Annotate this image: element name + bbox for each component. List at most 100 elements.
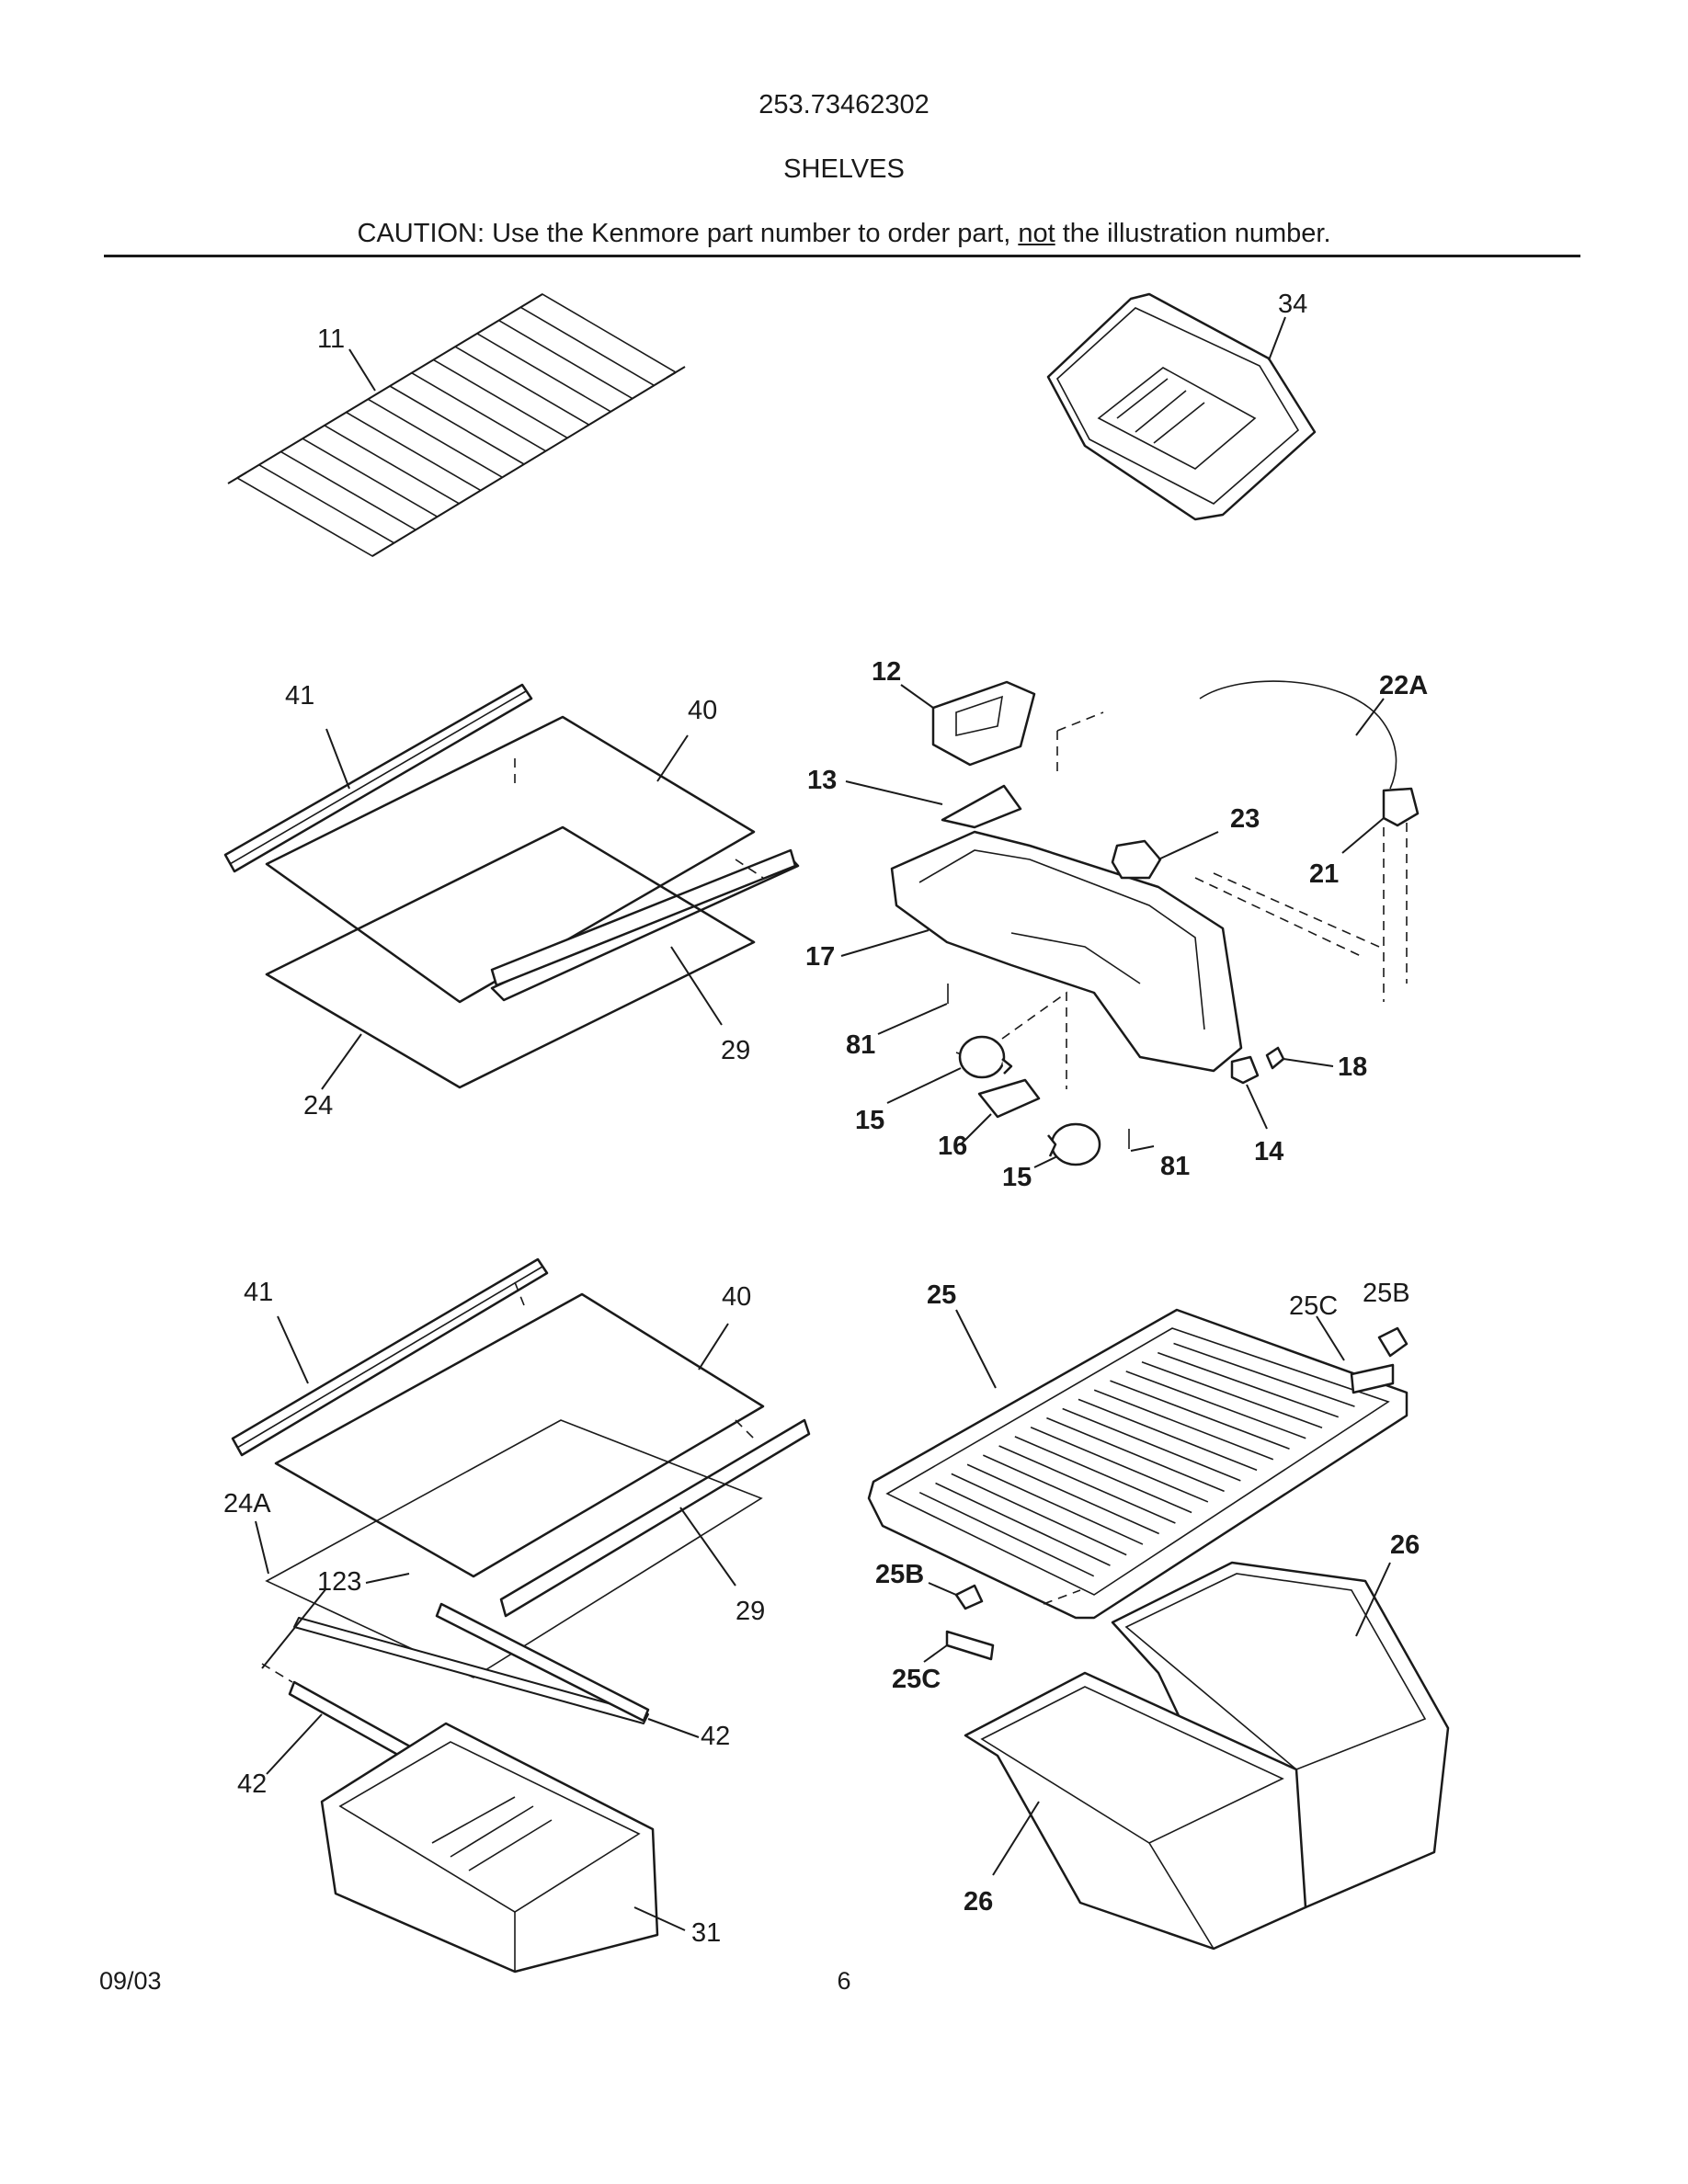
wire-bar bbox=[454, 346, 590, 426]
caution-note: CAUTION: Use the Kenmore part number to … bbox=[0, 219, 1688, 249]
leader-26-bottom bbox=[992, 1801, 1040, 1876]
callout-14: 14 bbox=[1254, 1137, 1283, 1166]
callout-41b: 41 bbox=[244, 1278, 273, 1307]
callout-25c-top: 25C bbox=[1289, 1291, 1338, 1321]
wire-bar bbox=[389, 385, 525, 465]
cover-rib bbox=[1157, 1351, 1340, 1418]
leader-29b bbox=[679, 1507, 736, 1587]
leader-18 bbox=[1283, 1058, 1334, 1067]
leader-11 bbox=[348, 348, 376, 392]
wire-bar bbox=[367, 398, 503, 478]
callout-42-left: 42 bbox=[237, 1769, 267, 1799]
callout-26-top: 26 bbox=[1390, 1530, 1420, 1560]
cover-rib bbox=[1141, 1361, 1323, 1428]
cover-rib bbox=[983, 1454, 1159, 1535]
callout-25: 25 bbox=[927, 1280, 956, 1310]
leader-81-left bbox=[877, 1003, 948, 1035]
leader-24a bbox=[255, 1520, 269, 1575]
revision-date: 09/03 bbox=[99, 1967, 162, 1995]
leader-22a bbox=[1355, 698, 1385, 736]
cover-rib bbox=[1093, 1389, 1274, 1461]
callout-22a: 22A bbox=[1379, 671, 1428, 700]
wire-bar bbox=[258, 464, 394, 544]
cover-rib bbox=[998, 1445, 1176, 1524]
callout-17: 17 bbox=[805, 942, 835, 972]
cover-rib bbox=[1078, 1398, 1258, 1472]
callout-24a: 24A bbox=[223, 1489, 271, 1519]
leader-16 bbox=[960, 1113, 992, 1145]
wire-bar bbox=[302, 438, 439, 518]
leader-25c bbox=[923, 1644, 948, 1663]
wire-bar bbox=[433, 358, 568, 439]
leader-34 bbox=[1268, 316, 1286, 361]
wire-bar bbox=[519, 306, 655, 386]
cover-rib bbox=[918, 1491, 1095, 1577]
cover-rib bbox=[1062, 1407, 1241, 1482]
callout-31: 31 bbox=[691, 1918, 721, 1948]
callout-12: 12 bbox=[872, 657, 901, 687]
leader-15-left bbox=[886, 1067, 962, 1104]
leader-15-right bbox=[1033, 1155, 1058, 1168]
wire-bar bbox=[346, 411, 482, 492]
callout-25c: 25C bbox=[892, 1665, 941, 1694]
leader-13 bbox=[845, 780, 943, 805]
cover-rib bbox=[1014, 1436, 1192, 1514]
model-number: 253.73462302 bbox=[758, 90, 930, 119]
callout-24: 24 bbox=[303, 1091, 333, 1120]
callout-42-right: 42 bbox=[701, 1722, 730, 1751]
leader-40 bbox=[656, 734, 689, 782]
callout-16: 16 bbox=[938, 1132, 967, 1161]
glass-shelf-assembly bbox=[223, 683, 800, 1089]
leader-17 bbox=[840, 929, 930, 957]
wire-bar bbox=[324, 425, 460, 505]
leader-41 bbox=[325, 728, 350, 790]
wire-shelf bbox=[227, 293, 686, 557]
leader-25c-top bbox=[1316, 1315, 1345, 1361]
callout-15-left: 15 bbox=[855, 1106, 884, 1135]
crisper-cover-and-drawers bbox=[867, 1308, 1450, 1951]
cover-rib bbox=[966, 1463, 1144, 1545]
callout-40b: 40 bbox=[722, 1282, 751, 1312]
callout-11: 11 bbox=[317, 324, 345, 354]
cover-rib bbox=[935, 1482, 1111, 1566]
callout-41: 41 bbox=[285, 681, 314, 711]
leader-40b bbox=[698, 1323, 729, 1371]
leader-24 bbox=[321, 1033, 362, 1090]
header-rule bbox=[104, 255, 1580, 257]
leader-12 bbox=[900, 684, 934, 709]
callout-25b-top: 25B bbox=[1363, 1279, 1410, 1308]
leader-42-left bbox=[266, 1713, 323, 1775]
cover-rib bbox=[1125, 1371, 1306, 1439]
leader-81-right bbox=[1130, 1145, 1155, 1152]
wire-bar bbox=[498, 319, 633, 400]
callout-18: 18 bbox=[1338, 1052, 1367, 1082]
wire-bar bbox=[280, 450, 416, 531]
callout-23: 23 bbox=[1230, 804, 1260, 834]
leader-31 bbox=[633, 1906, 686, 1931]
lower-shelf-and-pan bbox=[231, 1257, 811, 1974]
wire-bar bbox=[411, 372, 546, 452]
section-title: SHELVES bbox=[783, 154, 905, 184]
leader-123-screw bbox=[261, 1587, 327, 1669]
callout-26-bottom: 26 bbox=[964, 1887, 993, 1917]
callout-21: 21 bbox=[1309, 859, 1339, 889]
callout-81-left: 81 bbox=[846, 1030, 875, 1060]
callout-81-right: 81 bbox=[1160, 1152, 1190, 1181]
cover-rib bbox=[1173, 1342, 1355, 1407]
storage-bin bbox=[1046, 292, 1317, 521]
caution-emphasis: not bbox=[1018, 219, 1055, 248]
leader-21 bbox=[1341, 817, 1385, 854]
caution-text-start: CAUTION: Use the Kenmore part number to … bbox=[357, 219, 1019, 248]
leader-25 bbox=[955, 1309, 997, 1389]
callout-15-right: 15 bbox=[1002, 1163, 1032, 1192]
page-number: 6 bbox=[837, 1967, 851, 1995]
leader-23 bbox=[1158, 831, 1219, 860]
caution-text-end: the illustration number. bbox=[1055, 219, 1331, 248]
leader-42-right bbox=[647, 1718, 700, 1738]
cover-rib bbox=[1030, 1426, 1209, 1503]
callout-29: 29 bbox=[721, 1036, 750, 1065]
leader-25b bbox=[928, 1582, 957, 1596]
cover-rib bbox=[1046, 1416, 1225, 1493]
callout-25b: 25B bbox=[875, 1560, 924, 1589]
